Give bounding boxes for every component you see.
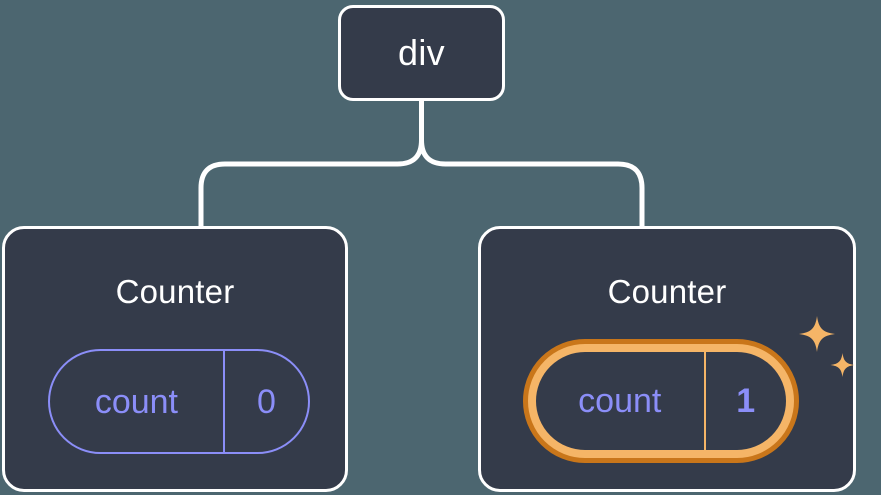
connector-branch-right (419, 137, 645, 229)
node-root-div[interactable]: div (338, 5, 505, 101)
component-card-counter-1[interactable]: Counter count 0 (2, 226, 348, 492)
state-pill[interactable]: count 1 (528, 344, 794, 458)
state-value: 0 (256, 382, 276, 421)
state-pill-wrapper-highlighted: count 1 (523, 339, 799, 463)
state-pill-divider (703, 352, 706, 450)
state-pill-highlight-ring (523, 339, 799, 463)
component-title: Counter (607, 273, 727, 310)
node-root-label: div (398, 32, 445, 73)
state-key: count (94, 382, 179, 421)
connector-branch-left (198, 137, 424, 229)
state-value: 1 (736, 382, 756, 420)
state-pill-divider (222, 351, 225, 452)
component-title: Counter (115, 273, 235, 310)
component-card-counter-2[interactable]: Counter count 1 (478, 226, 856, 492)
state-pill[interactable]: count 0 (48, 349, 310, 454)
state-pill-wrapper: count 0 (48, 349, 310, 454)
state-key: count (578, 382, 662, 420)
